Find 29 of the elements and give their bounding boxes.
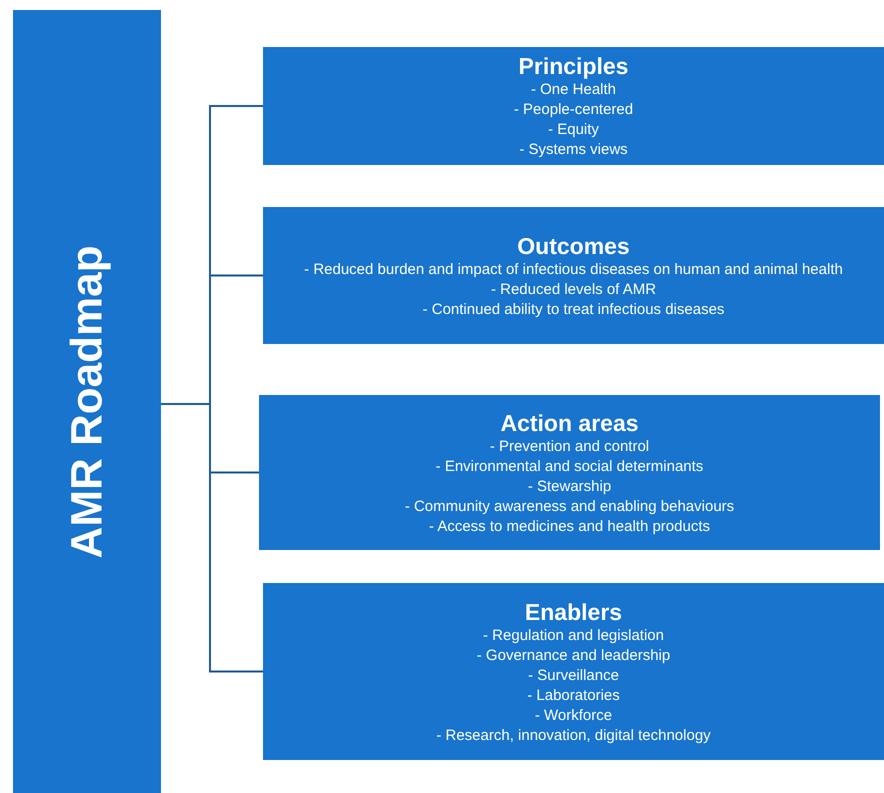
list-item: - Workforce bbox=[534, 706, 612, 726]
roadmap-title: AMR Roadmap bbox=[62, 245, 112, 558]
list-item: - Equity bbox=[548, 120, 599, 140]
list-item: - Access to medicines and health products bbox=[429, 516, 710, 536]
connector-line bbox=[161, 403, 263, 672]
box-heading: Principles bbox=[518, 52, 628, 80]
list-item: - Regulation and legislation bbox=[483, 626, 664, 646]
list-item: - Community awareness and enabling behaviours bbox=[404, 496, 734, 516]
box-heading: Enablers bbox=[524, 598, 622, 626]
category-box bbox=[263, 207, 884, 344]
box-heading: Outcomes bbox=[517, 232, 630, 260]
list-item: - Laboratories bbox=[527, 686, 620, 706]
box-heading: Action areas bbox=[500, 408, 639, 436]
list-item: - One Health bbox=[530, 80, 616, 100]
category-box bbox=[263, 583, 884, 760]
list-item: - Reduced levels of AMR bbox=[490, 280, 656, 300]
list-item: - Prevention and control bbox=[490, 436, 650, 456]
list-item: - Stewarship bbox=[528, 476, 612, 496]
list-item: - Environmental and social determinants bbox=[436, 456, 704, 476]
list-item: - Governance and leadership bbox=[476, 646, 670, 666]
list-item: - Surveillance bbox=[528, 666, 619, 686]
list-item: - Research, innovation, digital technology bbox=[436, 726, 711, 746]
list-item: - People-centered bbox=[514, 100, 634, 120]
category-box bbox=[263, 47, 884, 165]
title-bar bbox=[13, 10, 161, 793]
list-item: - Reduced burden and impact of infectious diseases on human and animal health bbox=[304, 260, 843, 280]
list-item: - Systems views bbox=[519, 140, 628, 160]
category-box bbox=[259, 395, 880, 550]
list-item: - Continued ability to treat infectious diseases bbox=[422, 300, 724, 320]
